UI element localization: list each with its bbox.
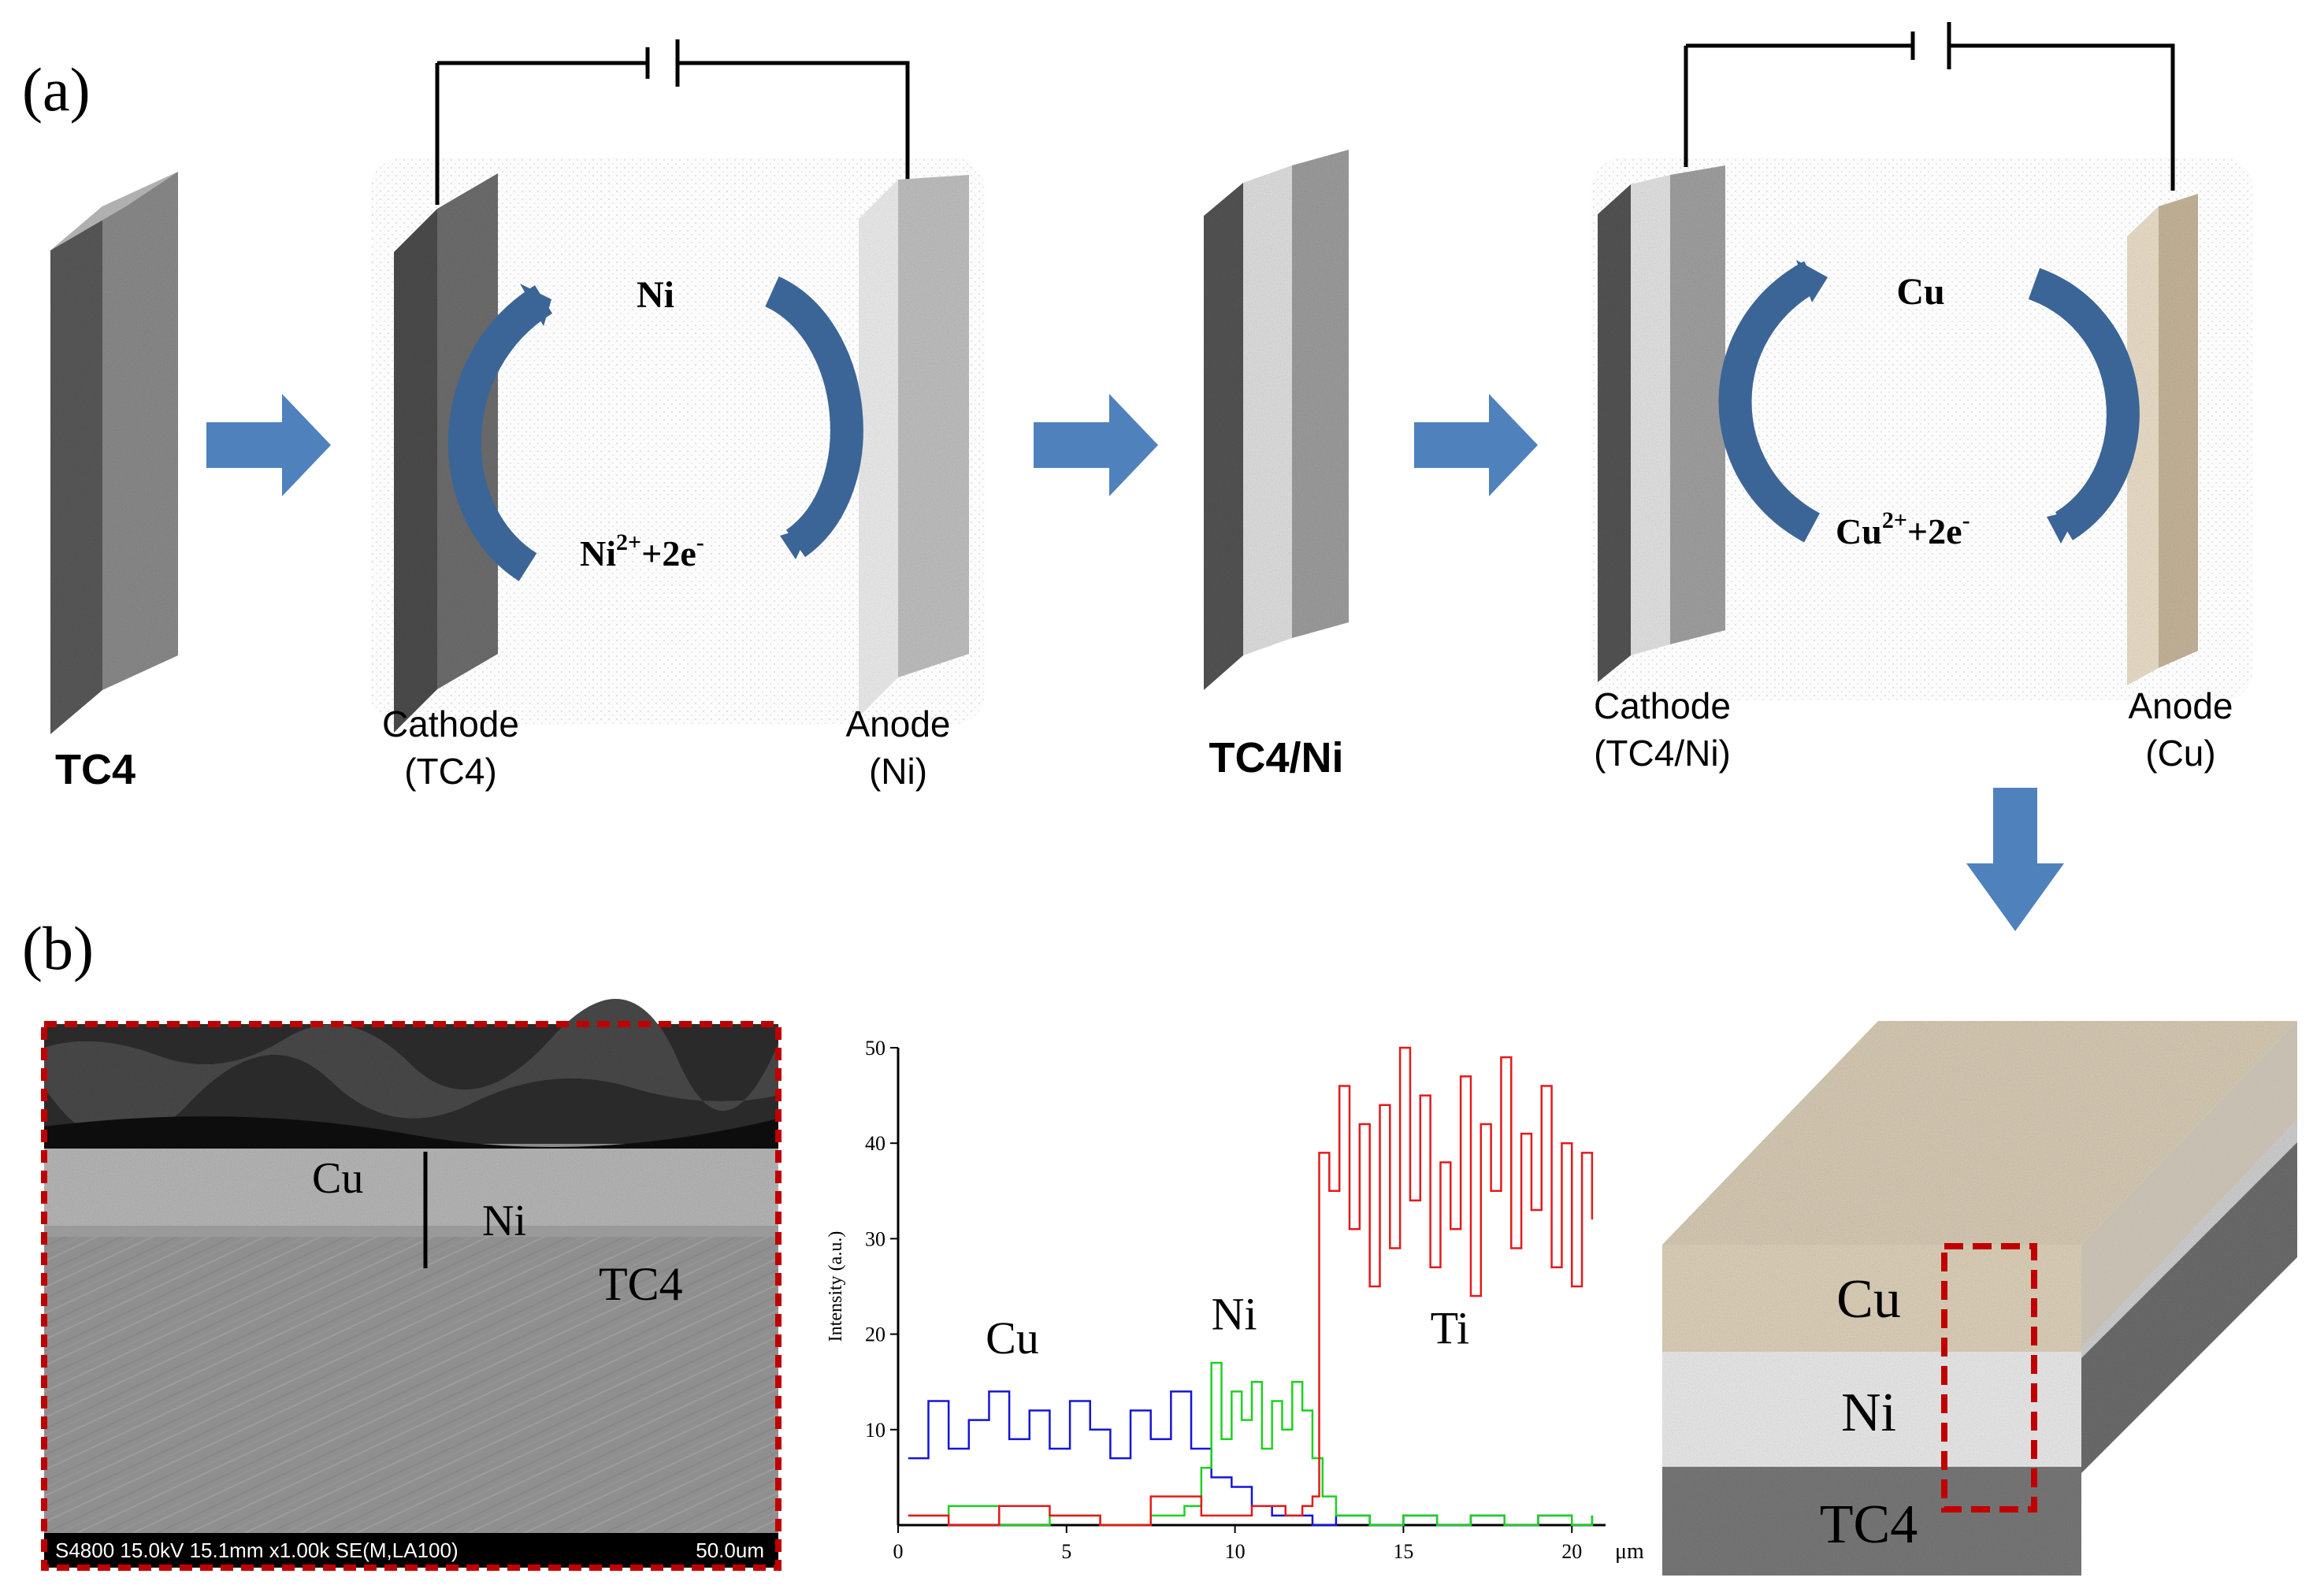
sem-info-bar: S4800 15.0kV 15.1mm x1.00k SE(M,LA100)	[55, 1538, 459, 1562]
eds-line-scan-chart: 10 20 30 40 50 0 5 10 15 20 Cu Ni Ti Intensity (a.…	[826, 1000, 1644, 1568]
sem-tc4-label: TC4	[599, 1258, 683, 1310]
cathode-tc4-ni-plate	[1598, 165, 1725, 682]
block-cu-label: Cu	[1836, 1269, 1901, 1330]
tc4-plate	[50, 172, 178, 734]
panel-b-label: (b)	[22, 914, 94, 982]
flow-arrow-2	[1034, 394, 1158, 496]
anode-cu-plate	[2127, 194, 2198, 685]
sem-cross-section-image	[41, 999, 782, 1571]
chart-annotation-cu: Cu	[986, 1312, 1039, 1364]
flow-arrow-1	[206, 394, 331, 496]
anode-ni-plate	[859, 175, 969, 717]
x-axis-unit: μm	[1615, 1539, 1644, 1564]
bath1-cathode-label: Cathode	[382, 703, 519, 744]
oxidation-arrow-icon-2	[2028, 268, 2140, 540]
bath2-ion-equation: Cu2++2e-	[1836, 507, 1970, 551]
panel-a-label: (a)	[22, 55, 91, 124]
bath1-anode-sub: (Ni)	[869, 751, 927, 792]
down-flow-arrow	[1966, 788, 2064, 931]
nickel-plating-bath	[370, 39, 985, 733]
y-tick-label: 20	[865, 1323, 885, 1346]
sem-highlight-frame	[41, 1021, 782, 1571]
bath2-metal: Cu	[1896, 271, 1944, 313]
sem-ni-label: Ni	[482, 1197, 526, 1245]
cathode-tc4-plate	[394, 173, 498, 733]
series-line-ti	[908, 1046, 1594, 1527]
tc4-ni-plate	[1204, 150, 1349, 690]
flow-arrow-3	[1414, 394, 1538, 496]
x-tick-label: 0	[893, 1540, 904, 1563]
bath2-anode-sub: (Cu)	[2145, 733, 2215, 774]
bath2-anode-label: Anode	[2128, 685, 2233, 726]
block-tc4-label: TC4	[1820, 1494, 1918, 1555]
x-tick-label: 20	[1561, 1540, 1582, 1563]
reduction-arrow-icon	[448, 285, 553, 581]
bath1-ion-equation: Ni2++2e-	[580, 529, 704, 573]
reduction-arrow-icon-2	[1718, 261, 1821, 543]
sem-cu-label: Cu	[312, 1154, 363, 1203]
x-tick-label: 5	[1061, 1540, 1071, 1563]
copper-plating-bath	[1591, 22, 2253, 701]
tc4-label: TC4	[55, 746, 136, 793]
bath1-metal: Ni	[637, 274, 674, 316]
tc4-ni-label: TC4/Ni	[1208, 734, 1343, 781]
y-tick-label: 50	[865, 1037, 885, 1060]
block-highlight-box	[1941, 1243, 2037, 1512]
y-tick-label: 40	[865, 1132, 885, 1155]
block-ni-label: Ni	[1841, 1383, 1896, 1443]
x-tick-label: 10	[1225, 1540, 1246, 1563]
chart-annotation-ti: Ti	[1431, 1303, 1470, 1354]
oxidation-arrow-icon	[764, 276, 863, 558]
bath1-cathode-sub: (TC4)	[404, 751, 497, 792]
y-axis-label: Intensity (a.u.)	[826, 1231, 846, 1342]
bath2-cathode-label: Cathode	[1594, 685, 1731, 726]
chart-annotation-ni: Ni	[1212, 1289, 1257, 1340]
power-supply-circuit-2	[1684, 22, 2175, 191]
bath2-cathode-sub: (TC4/Ni)	[1594, 733, 1731, 774]
bath1-anode-label: Anode	[845, 703, 950, 744]
y-tick-label: 30	[865, 1227, 885, 1250]
x-tick-label: 15	[1393, 1540, 1413, 1563]
power-supply-circuit-1	[435, 39, 910, 206]
layered-coating-block	[1662, 1021, 2297, 1576]
sem-scale-bar: 50.0um	[696, 1538, 764, 1562]
y-tick-label: 10	[865, 1419, 885, 1442]
